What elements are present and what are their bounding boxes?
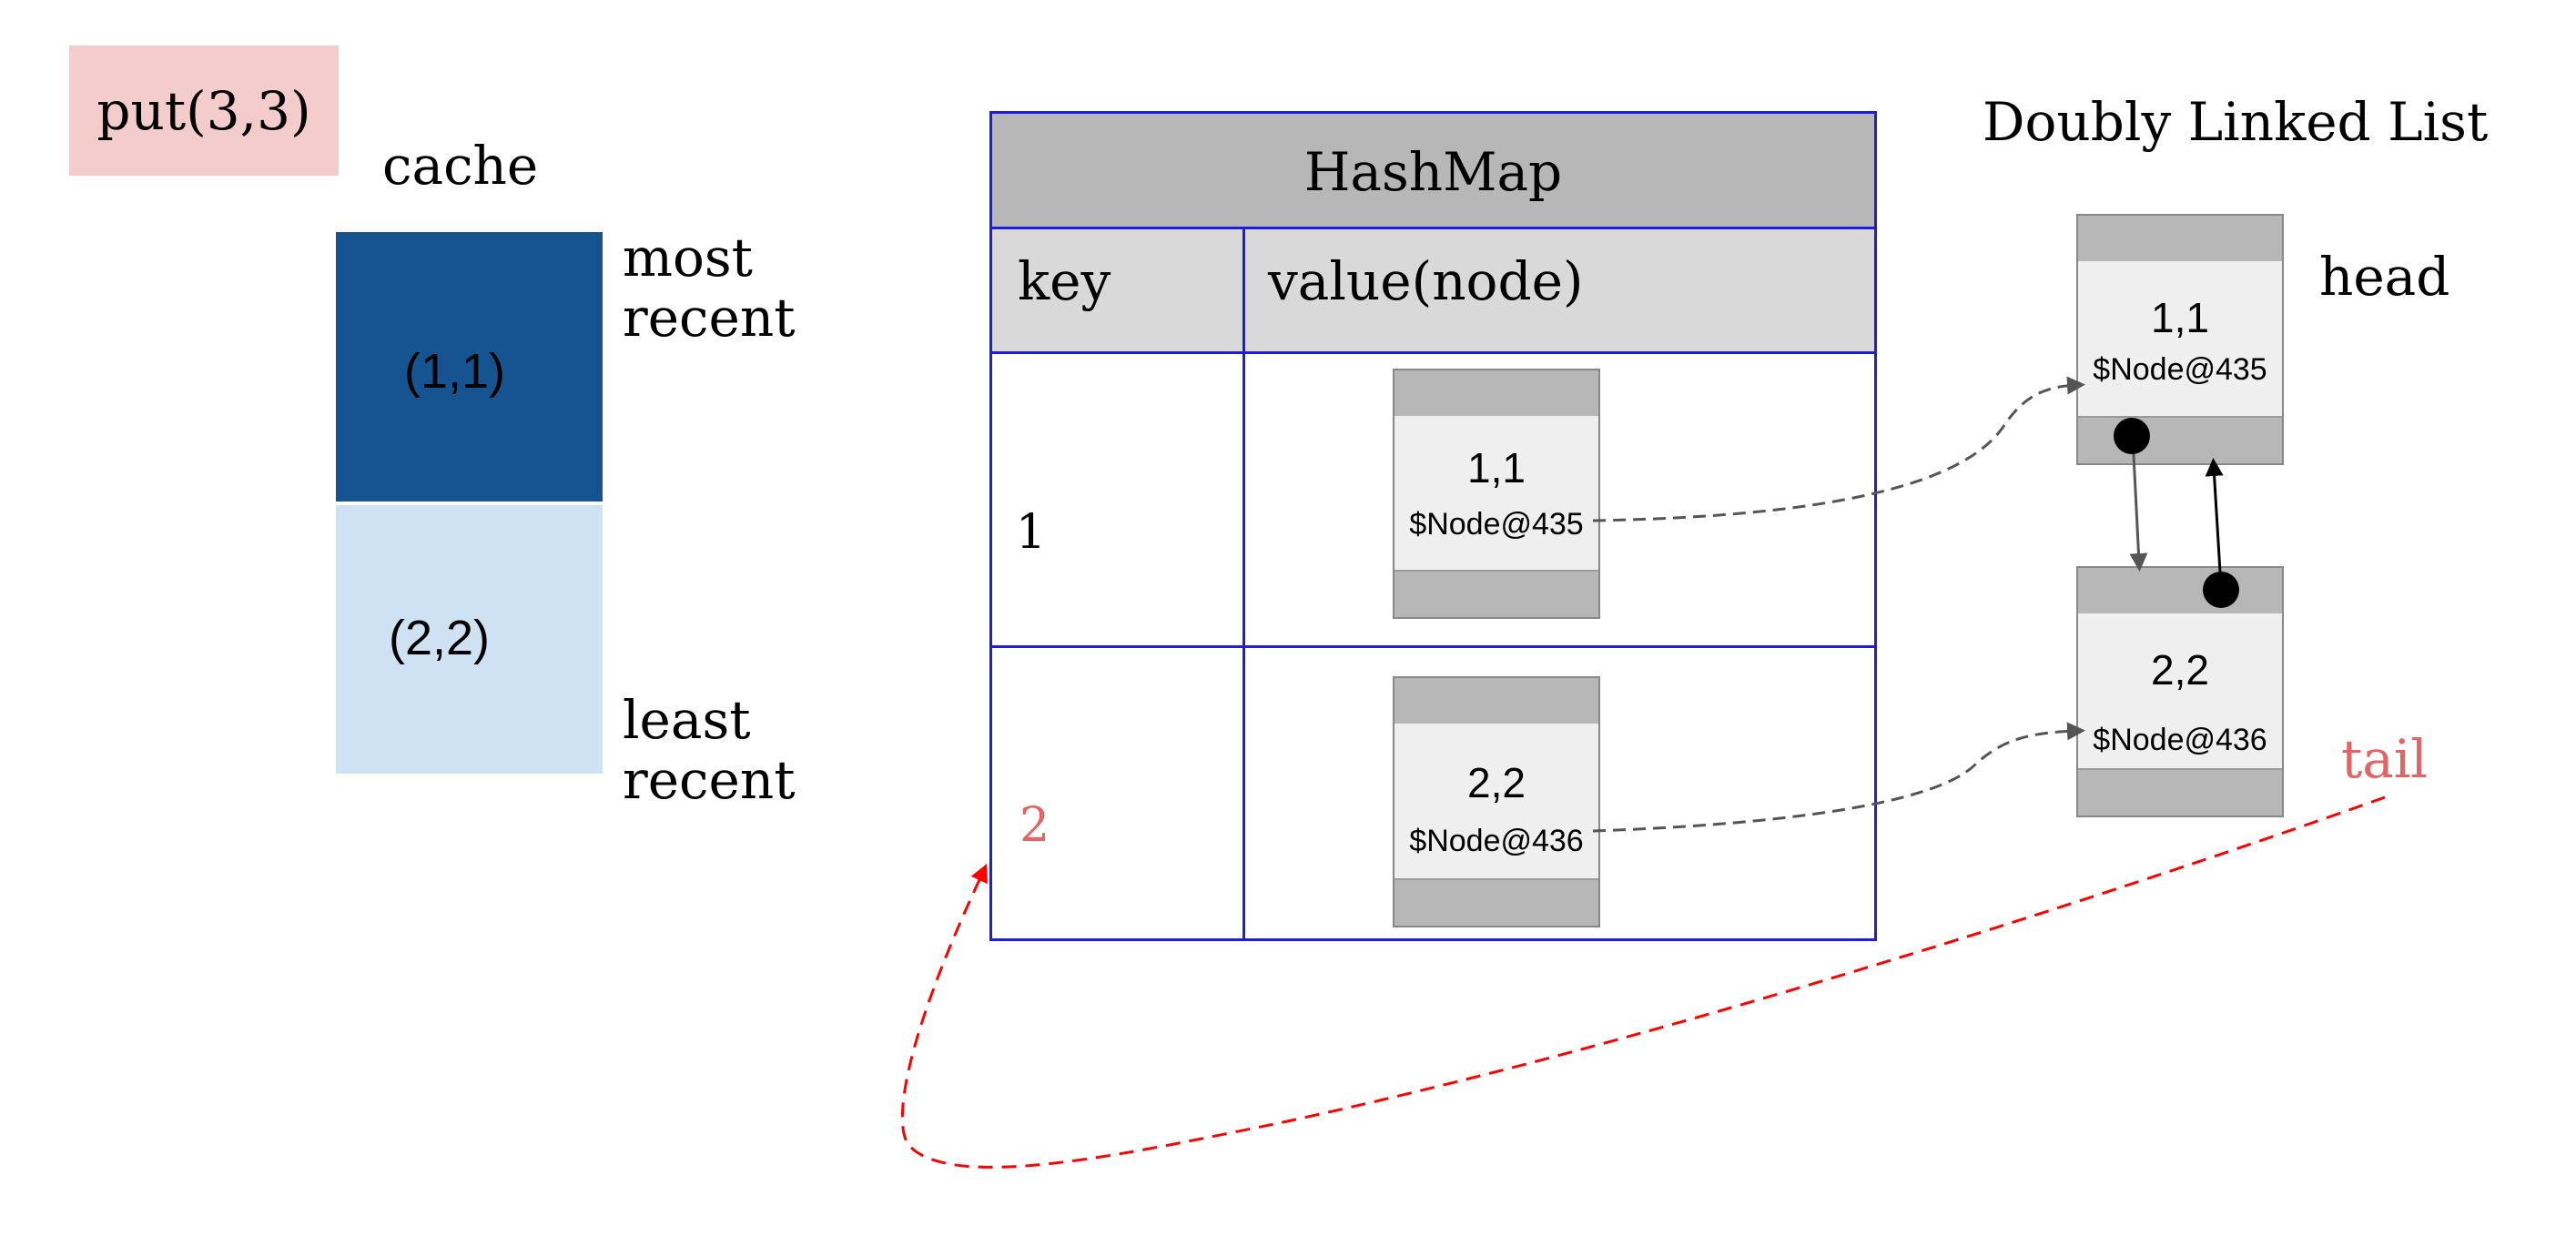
node-next-pointer-bar [2078,768,2282,816]
operation-label: put(3,3) [69,46,339,176]
hashmap-divider [992,351,1874,354]
node-value: 2,2 [2151,646,2209,694]
hashmap-column-key: key [1018,250,1111,312]
hashmap-header-background [992,229,1874,354]
next-pointer-dot [2114,418,2150,454]
hashmap-value-node: 1,1 $Node@435 [1393,369,1600,619]
linked-list-tail-node: 2,2 $Node@436 [2076,566,2284,817]
label-line: recent [623,287,796,349]
node-prev-pointer-bar [1394,678,1598,724]
pointer-arrow-node-436 [1592,722,2085,833]
node-address: $Node@436 [2093,723,2267,757]
linked-list-title: Doubly Linked List [1983,91,2489,153]
linked-list-head-node: 1,1 $Node@435 [2076,214,2284,465]
tail-to-key-arrow [900,795,2386,1169]
hashmap-value-node: 2,2 $Node@436 [1393,676,1600,927]
node-prev-pointer-bar [1394,370,1598,416]
node-prev-pointer-bar [2078,568,2282,613]
node-address: $Node@435 [1409,507,1584,542]
prev-pointer-arrow [2205,458,2224,588]
head-label: head [2319,246,2450,308]
cache-entry-label: (1,1) [404,344,506,399]
cache-entry-least-recent: (2,2) [336,505,603,774]
hashmap-title: HashMap [1303,140,1563,203]
hashmap-divider [992,645,1874,648]
node-address: $Node@435 [2093,352,2267,387]
hashmap-key-cell: 1 [1016,505,1047,560]
pointer-arrow-node-435 [1592,376,2085,522]
node-prev-pointer-bar [2078,216,2282,261]
label-line: most [623,227,753,289]
hashmap-title-background [992,114,1874,229]
node-value: 1,1 [1467,444,1526,491]
node-next-pointer-bar [1394,878,1598,926]
hashmap-column-divider [1242,227,1245,941]
prev-pointer-dot [2203,572,2239,608]
node-value: 2,2 [1467,759,1526,806]
hashmap-table: HashMap key value(node) 1 2 [989,111,1877,941]
label-line: least [623,689,751,751]
hashmap-column-value: value(node) [1268,250,1584,312]
node-address: $Node@436 [1409,824,1584,858]
next-pointer-arrow [2129,436,2148,572]
label-line: recent [623,749,796,811]
node-value: 1,1 [2151,294,2209,341]
node-next-pointer-bar [2078,416,2282,463]
node-next-pointer-bar [1394,570,1598,617]
cache-title: cache [382,135,539,197]
cache-entry-label: (2,2) [389,611,491,665]
tail-label: tail [2341,728,2428,790]
cache-entry-most-recent: (1,1) [336,232,603,501]
hashmap-key-cell-highlighted: 2 [1019,798,1050,853]
hashmap-divider [992,227,1874,229]
